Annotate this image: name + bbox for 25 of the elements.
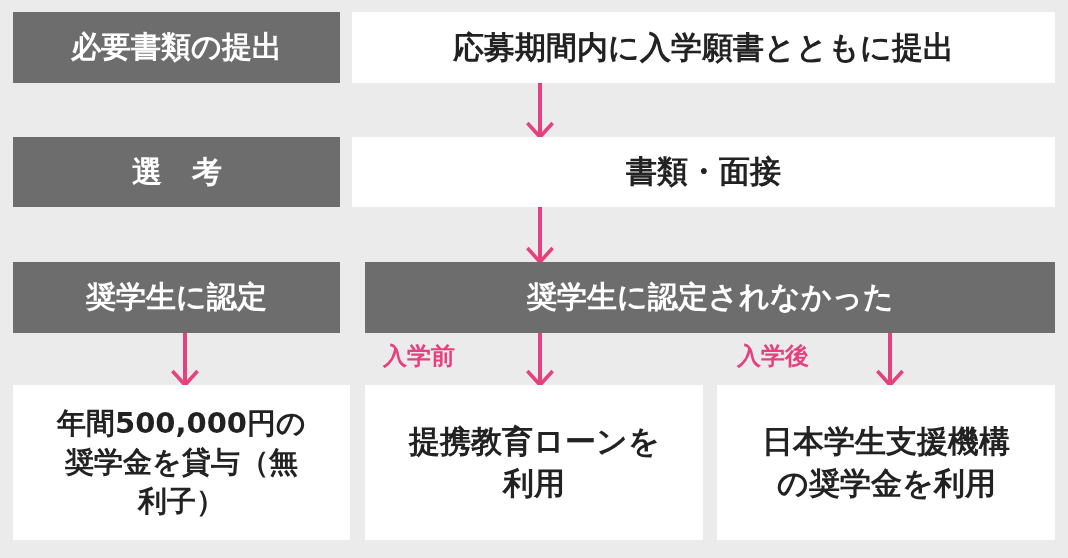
arrow [170, 333, 200, 387]
header-box [365, 262, 1055, 333]
content-box [352, 137, 1055, 207]
edge-label: 入学後 [737, 341, 809, 372]
content-box [365, 385, 703, 540]
box-text: 奨学生に認定 [86, 278, 267, 317]
box-text: 奨学生に認定されなかった [526, 278, 894, 317]
arrow [525, 83, 555, 139]
box-text: 日本学生支援機構の奨学金を利用 [761, 421, 1011, 503]
edge-label: 入学前 [383, 341, 455, 372]
header-box [13, 262, 340, 333]
content-box [13, 385, 350, 540]
box-text: 年間500,000円の奨学金を貸与（無利子） [55, 404, 308, 521]
box-text: 必要書類の提出 [71, 28, 282, 67]
box-text: 書類・面接 [626, 152, 781, 192]
content-box [717, 385, 1055, 540]
arrow [525, 207, 555, 264]
header-box [13, 12, 340, 83]
box-text: 選 考 [131, 152, 222, 191]
content-box [352, 12, 1055, 83]
arrow [875, 333, 905, 387]
header-box [13, 137, 340, 207]
box-text: 応募期間内に入学願書とともに提出 [453, 27, 954, 67]
box-text: 提携教育ローンを利用 [407, 421, 661, 503]
arrow [525, 333, 555, 387]
